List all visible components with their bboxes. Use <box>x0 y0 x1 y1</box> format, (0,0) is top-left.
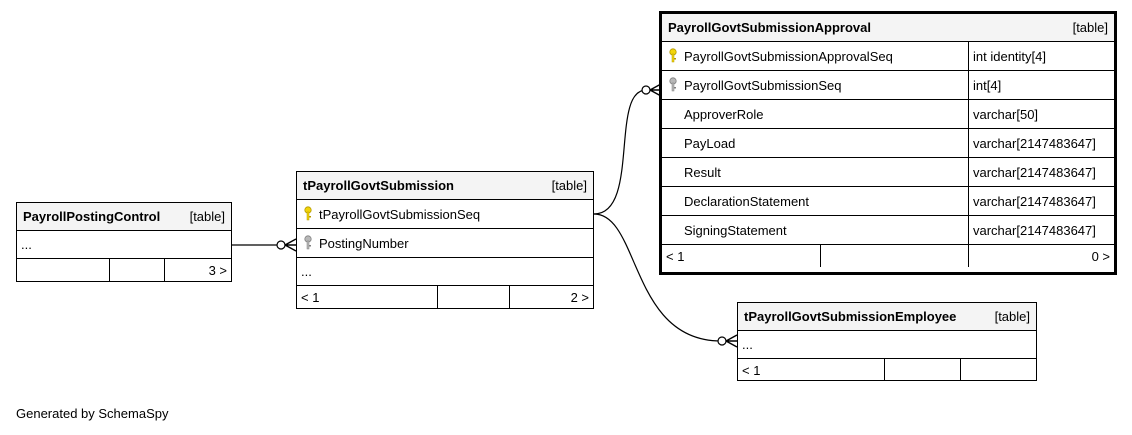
column-name: DeclarationStatement <box>684 193 810 209</box>
table-footer: 3 > <box>17 259 231 281</box>
primary-key-icon <box>297 200 319 228</box>
children-count: 3 > <box>164 259 231 281</box>
optional-circle-marker <box>276 240 286 250</box>
children-count <box>960 359 1036 381</box>
more-columns-ellipsis: ... <box>17 231 231 259</box>
table-t-payroll-govt-submission-employee[interactable]: tPayrollGovtSubmissionEmployee [table] .… <box>737 302 1037 381</box>
table-t-payroll-govt-submission[interactable]: tPayrollGovtSubmission [table] tPayrollG… <box>296 171 594 309</box>
foreign-key-icon <box>297 229 319 257</box>
column-row[interactable]: tPayrollGovtSubmissionSeq <box>297 200 593 229</box>
more-columns-ellipsis: ... <box>297 258 593 286</box>
column-name: PayrollGovtSubmissionApprovalSeq <box>684 48 893 64</box>
table-footer: < 1 0 > <box>662 245 1114 267</box>
column-datatype: int[4] <box>968 71 1114 99</box>
no-key-spacer <box>662 158 684 186</box>
relationship-edge-submission-to-approval <box>593 89 647 215</box>
relationship-edge-submission-to-employee <box>593 213 722 342</box>
table-name: tPayrollGovtSubmission <box>303 178 454 193</box>
more-columns-ellipsis: ... <box>738 331 1036 359</box>
no-key-spacer <box>662 216 684 244</box>
primary-key-icon <box>662 42 684 70</box>
column-name: PayrollGovtSubmissionSeq <box>684 77 842 93</box>
column-datatype: varchar[2147483647] <box>968 129 1114 157</box>
table-name: tPayrollGovtSubmissionEmployee <box>744 309 957 324</box>
table-type: [table] <box>551 178 587 193</box>
column-row[interactable]: PostingNumber <box>297 229 593 258</box>
crowfoot-marker <box>284 238 297 252</box>
table-header: PayrollPostingControl [table] <box>17 203 231 231</box>
parents-count: < 1 <box>666 248 685 264</box>
column-datatype: varchar[2147483647] <box>968 216 1114 244</box>
no-key-spacer <box>662 100 684 128</box>
column-datatype: varchar[2147483647] <box>968 187 1114 215</box>
crowfoot-marker <box>725 334 738 348</box>
footer-spacer <box>884 359 960 381</box>
footer-spacer <box>109 259 164 281</box>
parents-count: < 1 <box>301 289 320 305</box>
table-name: PayrollPostingControl <box>23 209 161 224</box>
table-payroll-govt-submission-approval[interactable]: PayrollGovtSubmissionApproval [table] Pa… <box>659 11 1117 275</box>
column-name: ApproverRole <box>684 106 764 122</box>
column-datatype: varchar[50] <box>968 100 1114 128</box>
table-header: tPayrollGovtSubmission [table] <box>297 172 593 200</box>
column-name: PostingNumber <box>319 235 409 251</box>
optional-circle-marker <box>641 85 651 95</box>
children-count: 2 > <box>509 286 593 308</box>
parents-count: < 1 <box>742 362 761 378</box>
foreign-key-icon <box>662 71 684 99</box>
column-datatype: varchar[2147483647] <box>968 158 1114 186</box>
column-name: tPayrollGovtSubmissionSeq <box>319 206 481 222</box>
column-row[interactable]: Result varchar[2147483647] <box>662 158 1114 187</box>
column-row[interactable]: ApproverRole varchar[50] <box>662 100 1114 129</box>
column-name: SigningStatement <box>684 222 787 238</box>
footer-spacer <box>437 286 509 308</box>
column-row[interactable]: PayrollGovtSubmissionSeq int[4] <box>662 71 1114 100</box>
column-row[interactable]: PayLoad varchar[2147483647] <box>662 129 1114 158</box>
table-header: tPayrollGovtSubmissionEmployee [table] <box>738 303 1036 331</box>
column-row[interactable]: SigningStatement varchar[2147483647] <box>662 216 1114 245</box>
children-count: 0 > <box>968 245 1114 267</box>
table-type: [table] <box>189 209 225 224</box>
table-header: PayrollGovtSubmissionApproval [table] <box>662 14 1114 42</box>
column-name: Result <box>684 164 721 180</box>
generated-by-note: Generated by SchemaSpy <box>16 406 169 421</box>
column-row[interactable]: DeclarationStatement varchar[2147483647] <box>662 187 1114 216</box>
table-name: PayrollGovtSubmissionApproval <box>668 20 871 35</box>
no-key-spacer <box>662 129 684 157</box>
table-footer: < 1 2 > <box>297 286 593 308</box>
column-datatype: int identity[4] <box>968 42 1114 70</box>
no-key-spacer <box>662 187 684 215</box>
column-name: PayLoad <box>684 135 736 151</box>
table-type: [table] <box>994 309 1030 324</box>
parents-count <box>17 259 109 281</box>
table-type: [table] <box>1072 20 1108 35</box>
table-payroll-posting-control[interactable]: PayrollPostingControl [table] ... 3 > <box>16 202 232 282</box>
table-footer: < 1 <box>738 359 1036 381</box>
column-row[interactable]: PayrollGovtSubmissionApprovalSeq int ide… <box>662 42 1114 71</box>
footer-spacer <box>820 245 968 267</box>
optional-circle-marker <box>717 336 727 346</box>
